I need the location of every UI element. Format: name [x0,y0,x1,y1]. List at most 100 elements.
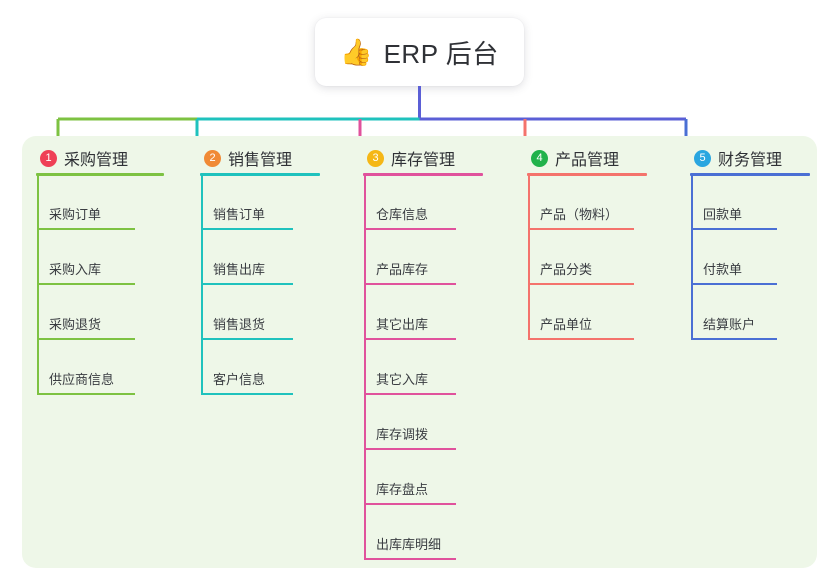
branch-child-underline [201,338,293,340]
branch-child-label: 客户信息 [213,372,266,387]
thumbs-up-icon: 👍 [340,37,373,67]
branch-column-3: 3 库存管理仓库信息产品库存其它出库其它入库库存调拨库存盘点出库库明细 [349,136,513,568]
branch-header-2[interactable]: 2 销售管理 [204,146,292,170]
branch-child-underline [691,228,777,230]
branch-child-underline [528,228,634,230]
branch-column-1: 1 采购管理采购订单采购入库采购退货供应商信息 [22,136,186,568]
branch-index-badge: 5 [694,149,711,167]
branch-child-item[interactable]: 仓库信息 [364,175,456,230]
branch-child-label: 回款单 [703,207,743,222]
branch-child-item[interactable]: 产品分类 [528,230,634,285]
branch-spine [37,175,39,395]
root-node-title: ERP 后台 [383,38,499,69]
branch-child-item[interactable]: 结算账户 [691,285,777,340]
branch-children: 回款单付款单结算账户 [691,175,777,340]
branch-child-item[interactable]: 产品库存 [364,230,456,285]
branch-header-4[interactable]: 4 产品管理 [531,146,619,170]
branch-child-label: 销售订单 [213,207,266,222]
branch-child-label: 出库库明细 [376,537,442,552]
branch-underline [36,173,164,176]
branch-child-label: 结算账户 [703,317,756,332]
branch-children: 仓库信息产品库存其它出库其它入库库存调拨库存盘点出库库明细 [364,175,456,560]
branch-child-item[interactable]: 付款单 [691,230,777,285]
branch-underline [200,173,320,176]
branch-child-underline [364,503,456,505]
branch-title: 财务管理 [718,152,783,169]
branch-child-label: 产品库存 [376,262,429,277]
branch-child-label: 采购退货 [49,317,102,332]
branch-children: 采购订单采购入库采购退货供应商信息 [37,175,135,395]
branch-title: 产品管理 [555,152,620,169]
branch-child-label: 采购订单 [49,207,102,222]
branch-child-item[interactable]: 销售订单 [201,175,293,230]
root-node[interactable]: 👍 ERP 后台 [315,18,524,86]
branch-child-underline [37,338,135,340]
branch-child-underline [37,228,135,230]
branch-child-underline [691,338,777,340]
branch-child-underline [364,393,456,395]
branch-underline [527,173,647,176]
branch-column-4: 4 产品管理产品（物料） 产品分类产品单位 [513,136,676,568]
branch-child-label: 其它入库 [376,372,429,387]
branch-child-underline [201,283,293,285]
branch-title: 销售管理 [228,152,293,169]
branch-child-underline [364,448,456,450]
branch-header-3[interactable]: 3 库存管理 [367,146,455,170]
branch-child-label: 产品（物料） [540,207,619,222]
branch-index-badge: 2 [204,149,221,167]
branch-child-underline [37,393,135,395]
branch-children: 产品（物料） 产品分类产品单位 [528,175,634,340]
branch-index-badge: 1 [40,149,57,167]
branch-index-badge: 4 [531,149,548,167]
branch-child-label: 仓库信息 [376,207,429,222]
branch-child-underline [201,393,293,395]
branch-child-item[interactable]: 其它出库 [364,285,456,340]
branch-spine [691,175,693,340]
branch-child-label: 采购入库 [49,262,102,277]
branch-child-item[interactable]: 出库库明细 [364,505,456,560]
branch-child-item[interactable]: 产品单位 [528,285,634,340]
branch-child-item[interactable]: 回款单 [691,175,777,230]
branch-index-badge: 3 [367,149,384,167]
branch-child-label: 产品单位 [540,317,593,332]
branches-panel [22,136,817,568]
branch-child-item[interactable]: 库存调拨 [364,395,456,450]
branch-column-5: 5 财务管理回款单付款单结算账户 [676,136,817,568]
branch-child-underline [528,283,634,285]
branch-child-label: 销售退货 [213,317,266,332]
branch-child-underline [201,228,293,230]
branch-child-underline [364,338,456,340]
branch-child-item[interactable]: 采购入库 [37,230,135,285]
branch-child-item[interactable]: 其它入库 [364,340,456,395]
branch-header-1[interactable]: 1 采购管理 [40,146,128,170]
branch-spine [528,175,530,340]
branch-child-item[interactable]: 销售出库 [201,230,293,285]
branch-column-2: 2 销售管理销售订单销售出库销售退货客户信息 [186,136,349,568]
branch-child-item[interactable]: 库存盘点 [364,450,456,505]
branch-child-underline [364,283,456,285]
branch-child-item[interactable]: 供应商信息 [37,340,135,395]
branch-spine [201,175,203,395]
branch-child-label: 供应商信息 [49,372,115,387]
branch-child-underline [37,283,135,285]
branch-title: 库存管理 [391,152,456,169]
branch-header-5[interactable]: 5 财务管理 [694,146,782,170]
branch-spine [364,175,366,560]
branch-child-item[interactable]: 采购退货 [37,285,135,340]
branch-title: 采购管理 [64,152,129,169]
branch-child-item[interactable]: 采购订单 [37,175,135,230]
branch-child-underline [528,338,634,340]
branch-child-item[interactable]: 客户信息 [201,340,293,395]
branch-child-label: 付款单 [703,262,743,277]
branch-child-underline [364,228,456,230]
branch-child-label: 其它出库 [376,317,429,332]
branch-child-underline [691,283,777,285]
branch-underline [363,173,483,176]
branch-child-item[interactable]: 销售退货 [201,285,293,340]
branch-underline [690,173,810,176]
branch-columns: 1 采购管理采购订单采购入库采购退货供应商信息 2 销售管理销售订单销售出库销售退货客… [22,136,817,568]
branch-child-item[interactable]: 产品（物料） [528,175,634,230]
branch-child-label: 库存盘点 [376,482,429,497]
branch-child-label: 销售出库 [213,262,266,277]
